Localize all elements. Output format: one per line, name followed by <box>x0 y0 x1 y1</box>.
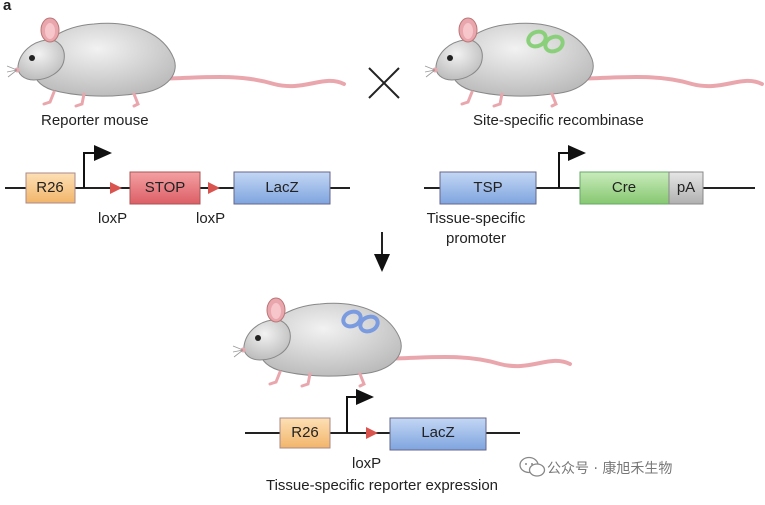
reporter-caption: Reporter mouse <box>41 112 149 129</box>
cre-box <box>579 171 670 205</box>
promoter-label-line1: Tissue-specific <box>426 210 526 227</box>
r26-label: R26 <box>36 179 64 196</box>
lacz-label: LacZ <box>421 424 455 441</box>
cre-label: Cre <box>611 179 637 196</box>
panel-label: a <box>3 0 12 14</box>
cross-icon <box>368 67 400 99</box>
r26-box <box>25 172 76 204</box>
blue-lacz-mark <box>341 309 380 334</box>
loxp-arrow-icon <box>366 427 378 439</box>
promoter-arrow-icon <box>558 145 586 188</box>
pa-box <box>668 171 704 205</box>
stop-box <box>129 171 201 205</box>
stop-label: STOP <box>144 179 186 196</box>
promoter-arrow-icon <box>346 389 374 433</box>
green-cre-mark <box>526 29 565 54</box>
tsp-label: TSP <box>473 179 503 196</box>
reporter-mouse <box>5 16 346 108</box>
r26-box <box>279 417 331 449</box>
reporter-construct <box>5 145 350 205</box>
result-mouse <box>231 296 572 388</box>
loxp-arrow-left-icon <box>110 182 122 194</box>
loxp-label-left: loxP <box>98 210 128 227</box>
r26-label: R26 <box>291 424 319 441</box>
loxp-label-right: loxP <box>196 210 226 227</box>
loxp-label: loxP <box>352 455 382 472</box>
recombinase-construct <box>424 145 755 205</box>
wechat-icon <box>519 456 546 477</box>
lacz-box <box>389 417 487 451</box>
tsp-box <box>439 171 537 205</box>
promoter-label-line2: promoter <box>445 230 507 247</box>
watermark-text: 公众号 · 康旭禾生物 <box>547 461 673 477</box>
lacz-box <box>233 171 331 205</box>
recombinase-mouse <box>423 16 764 108</box>
result-construct <box>245 389 520 451</box>
result-caption: Tissue-specific reporter expression <box>265 477 499 494</box>
loxp-arrow-right-icon <box>208 182 220 194</box>
pa-label: pA <box>676 179 696 196</box>
lacz-label: LacZ <box>265 179 299 196</box>
promoter-arrow-icon <box>83 145 112 188</box>
recombinase-caption: Site-specific recombinase <box>473 112 644 129</box>
